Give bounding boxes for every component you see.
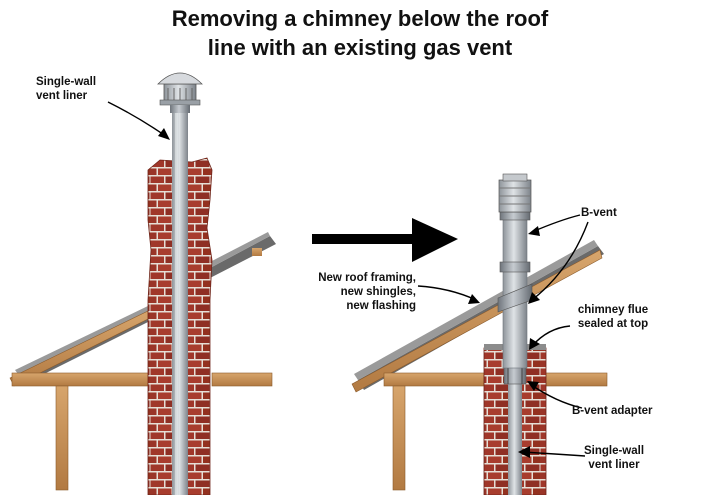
left-framing — [9, 248, 273, 491]
b-vent-cap-icon — [498, 173, 532, 213]
vent-cap-icon — [157, 72, 203, 113]
label-right-vent-liner: Single-wall vent liner — [583, 445, 645, 471]
label-b-vent: B-vent — [581, 207, 617, 219]
label-chimney-flue: chimney flue sealed at top — [577, 304, 649, 330]
arrow-right-icon — [312, 218, 458, 262]
title-line-2: line with an existing gas vent — [207, 35, 513, 60]
title-line-1: Removing a chimney below the roof — [171, 6, 549, 31]
right-framing — [351, 249, 608, 491]
page-title: Removing a chimney below the roof line w… — [0, 4, 720, 62]
right-vent-liner — [508, 380, 522, 495]
label-new-roof: New roof framing, new shingles, new flas… — [318, 272, 416, 312]
left-vent-liner — [172, 112, 188, 495]
leader-arrowheads — [158, 128, 540, 458]
label-left-vent-liner: Single-wall vent liner — [36, 76, 97, 102]
label-b-vent-adapter: B-vent adapter — [572, 405, 653, 417]
b-vent-pipe — [497, 211, 533, 369]
b-vent-adapter — [503, 365, 527, 385]
